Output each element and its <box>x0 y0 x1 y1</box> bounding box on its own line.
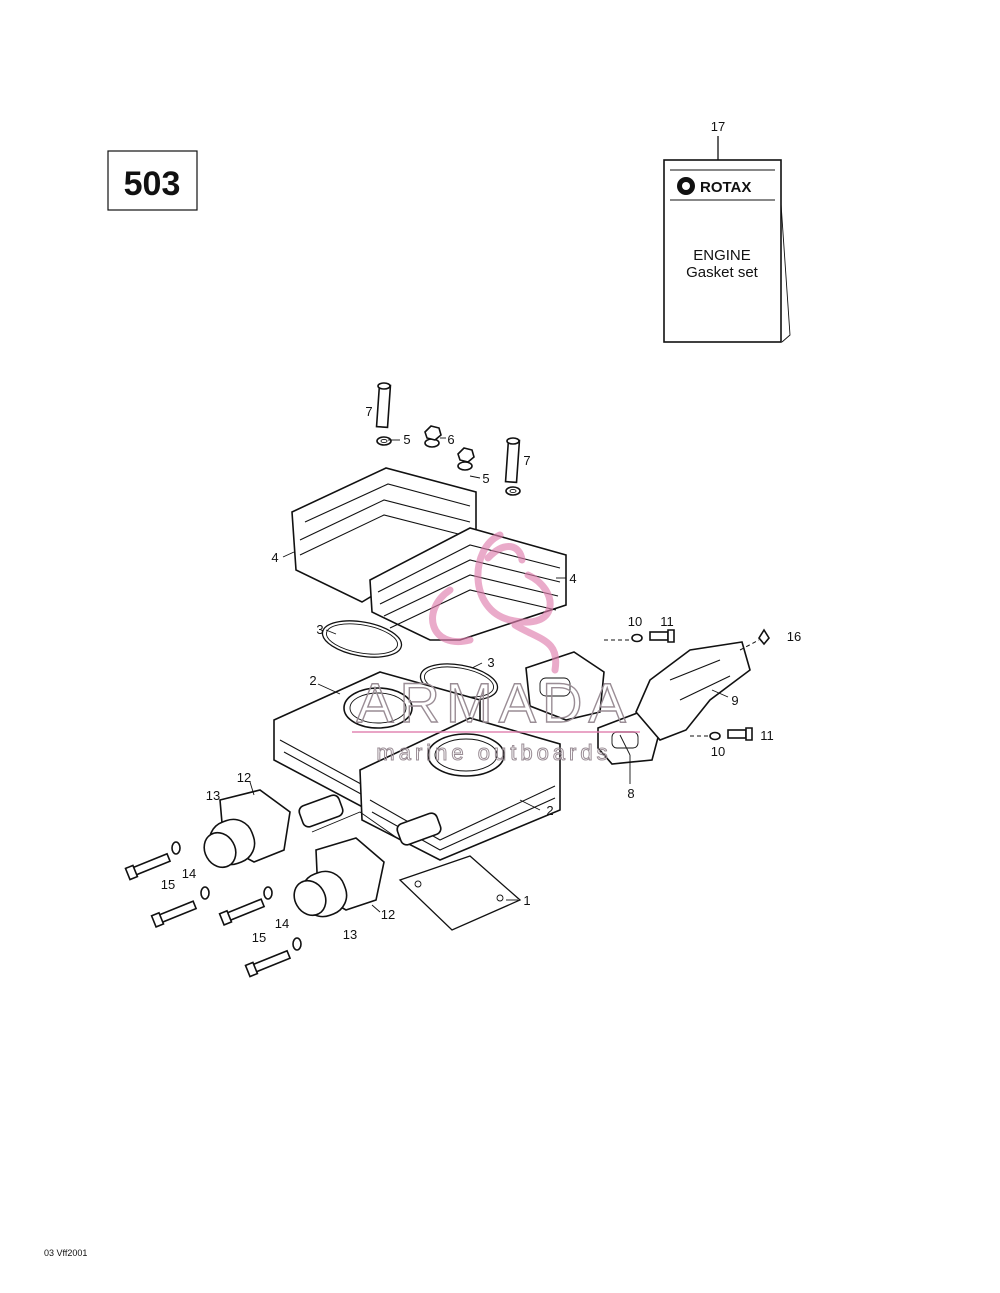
callout-3: 3 <box>487 655 494 670</box>
callout-1: 1 <box>523 893 530 908</box>
callout-15: 15 <box>252 930 266 945</box>
callout-3: 3 <box>316 622 323 637</box>
callout-2: 2 <box>309 673 316 688</box>
engine-code: 503 <box>124 165 181 203</box>
leader-lines <box>249 437 729 913</box>
callout-5: 5 <box>403 432 410 447</box>
callout-5: 5 <box>482 471 489 486</box>
callout-2: 2 <box>546 803 553 818</box>
callout-14: 14 <box>182 866 196 881</box>
callout-11: 11 <box>760 728 774 743</box>
cylinder-heads <box>291 467 567 641</box>
callout-numbers: 7 5 6 7 5 4 4 3 3 2 2 1 10 11 16 9 11 10… <box>161 404 801 945</box>
callout-10: 10 <box>711 744 725 759</box>
exhaust-manifold <box>525 651 661 765</box>
callout-4: 4 <box>271 550 278 565</box>
callout-15: 15 <box>161 877 175 892</box>
cylinder-studs <box>375 382 521 484</box>
watermark-title: ARMADA <box>356 671 632 734</box>
washers-and-nuts <box>376 425 521 496</box>
intake-sockets <box>203 789 385 918</box>
figure-code: 03 Vff2001 <box>44 1248 87 1258</box>
callout-7: 7 <box>523 453 530 468</box>
callout-4: 4 <box>569 571 576 586</box>
callout-12: 12 <box>381 907 395 922</box>
callout-13: 13 <box>206 788 220 803</box>
rotax-gear-icon <box>677 177 695 195</box>
engine-code-box: 503 <box>107 150 198 211</box>
watermark-subtitle: marine outboards <box>376 740 611 765</box>
intake-bolts <box>124 841 302 978</box>
callout-14: 14 <box>275 916 289 931</box>
exhaust-socket <box>635 641 751 741</box>
armada-watermark: ARMADA marine outboards <box>352 531 640 766</box>
callout-13: 13 <box>343 927 357 942</box>
booklet-title: ENGINE <box>693 247 751 264</box>
callout-10: 10 <box>628 614 642 629</box>
manifold-screws <box>604 628 770 741</box>
base-gasket <box>311 811 522 931</box>
callout-16: 16 <box>787 629 801 644</box>
callout-11: 11 <box>660 614 674 629</box>
watermark-logo-icon <box>429 531 560 674</box>
gasket-set-booklet: 17 ROTAX ENGINE Gasket set <box>663 119 791 343</box>
booklet-subtitle: Gasket set <box>686 264 759 281</box>
callout-12: 12 <box>237 770 251 785</box>
callout-9: 9 <box>731 693 738 708</box>
cylinders <box>273 671 561 861</box>
callout-17: 17 <box>711 119 725 134</box>
booklet-brand: ROTAX <box>700 179 751 196</box>
callout-8: 8 <box>627 786 634 801</box>
callout-7: 7 <box>365 404 372 419</box>
callout-6: 6 <box>447 432 454 447</box>
